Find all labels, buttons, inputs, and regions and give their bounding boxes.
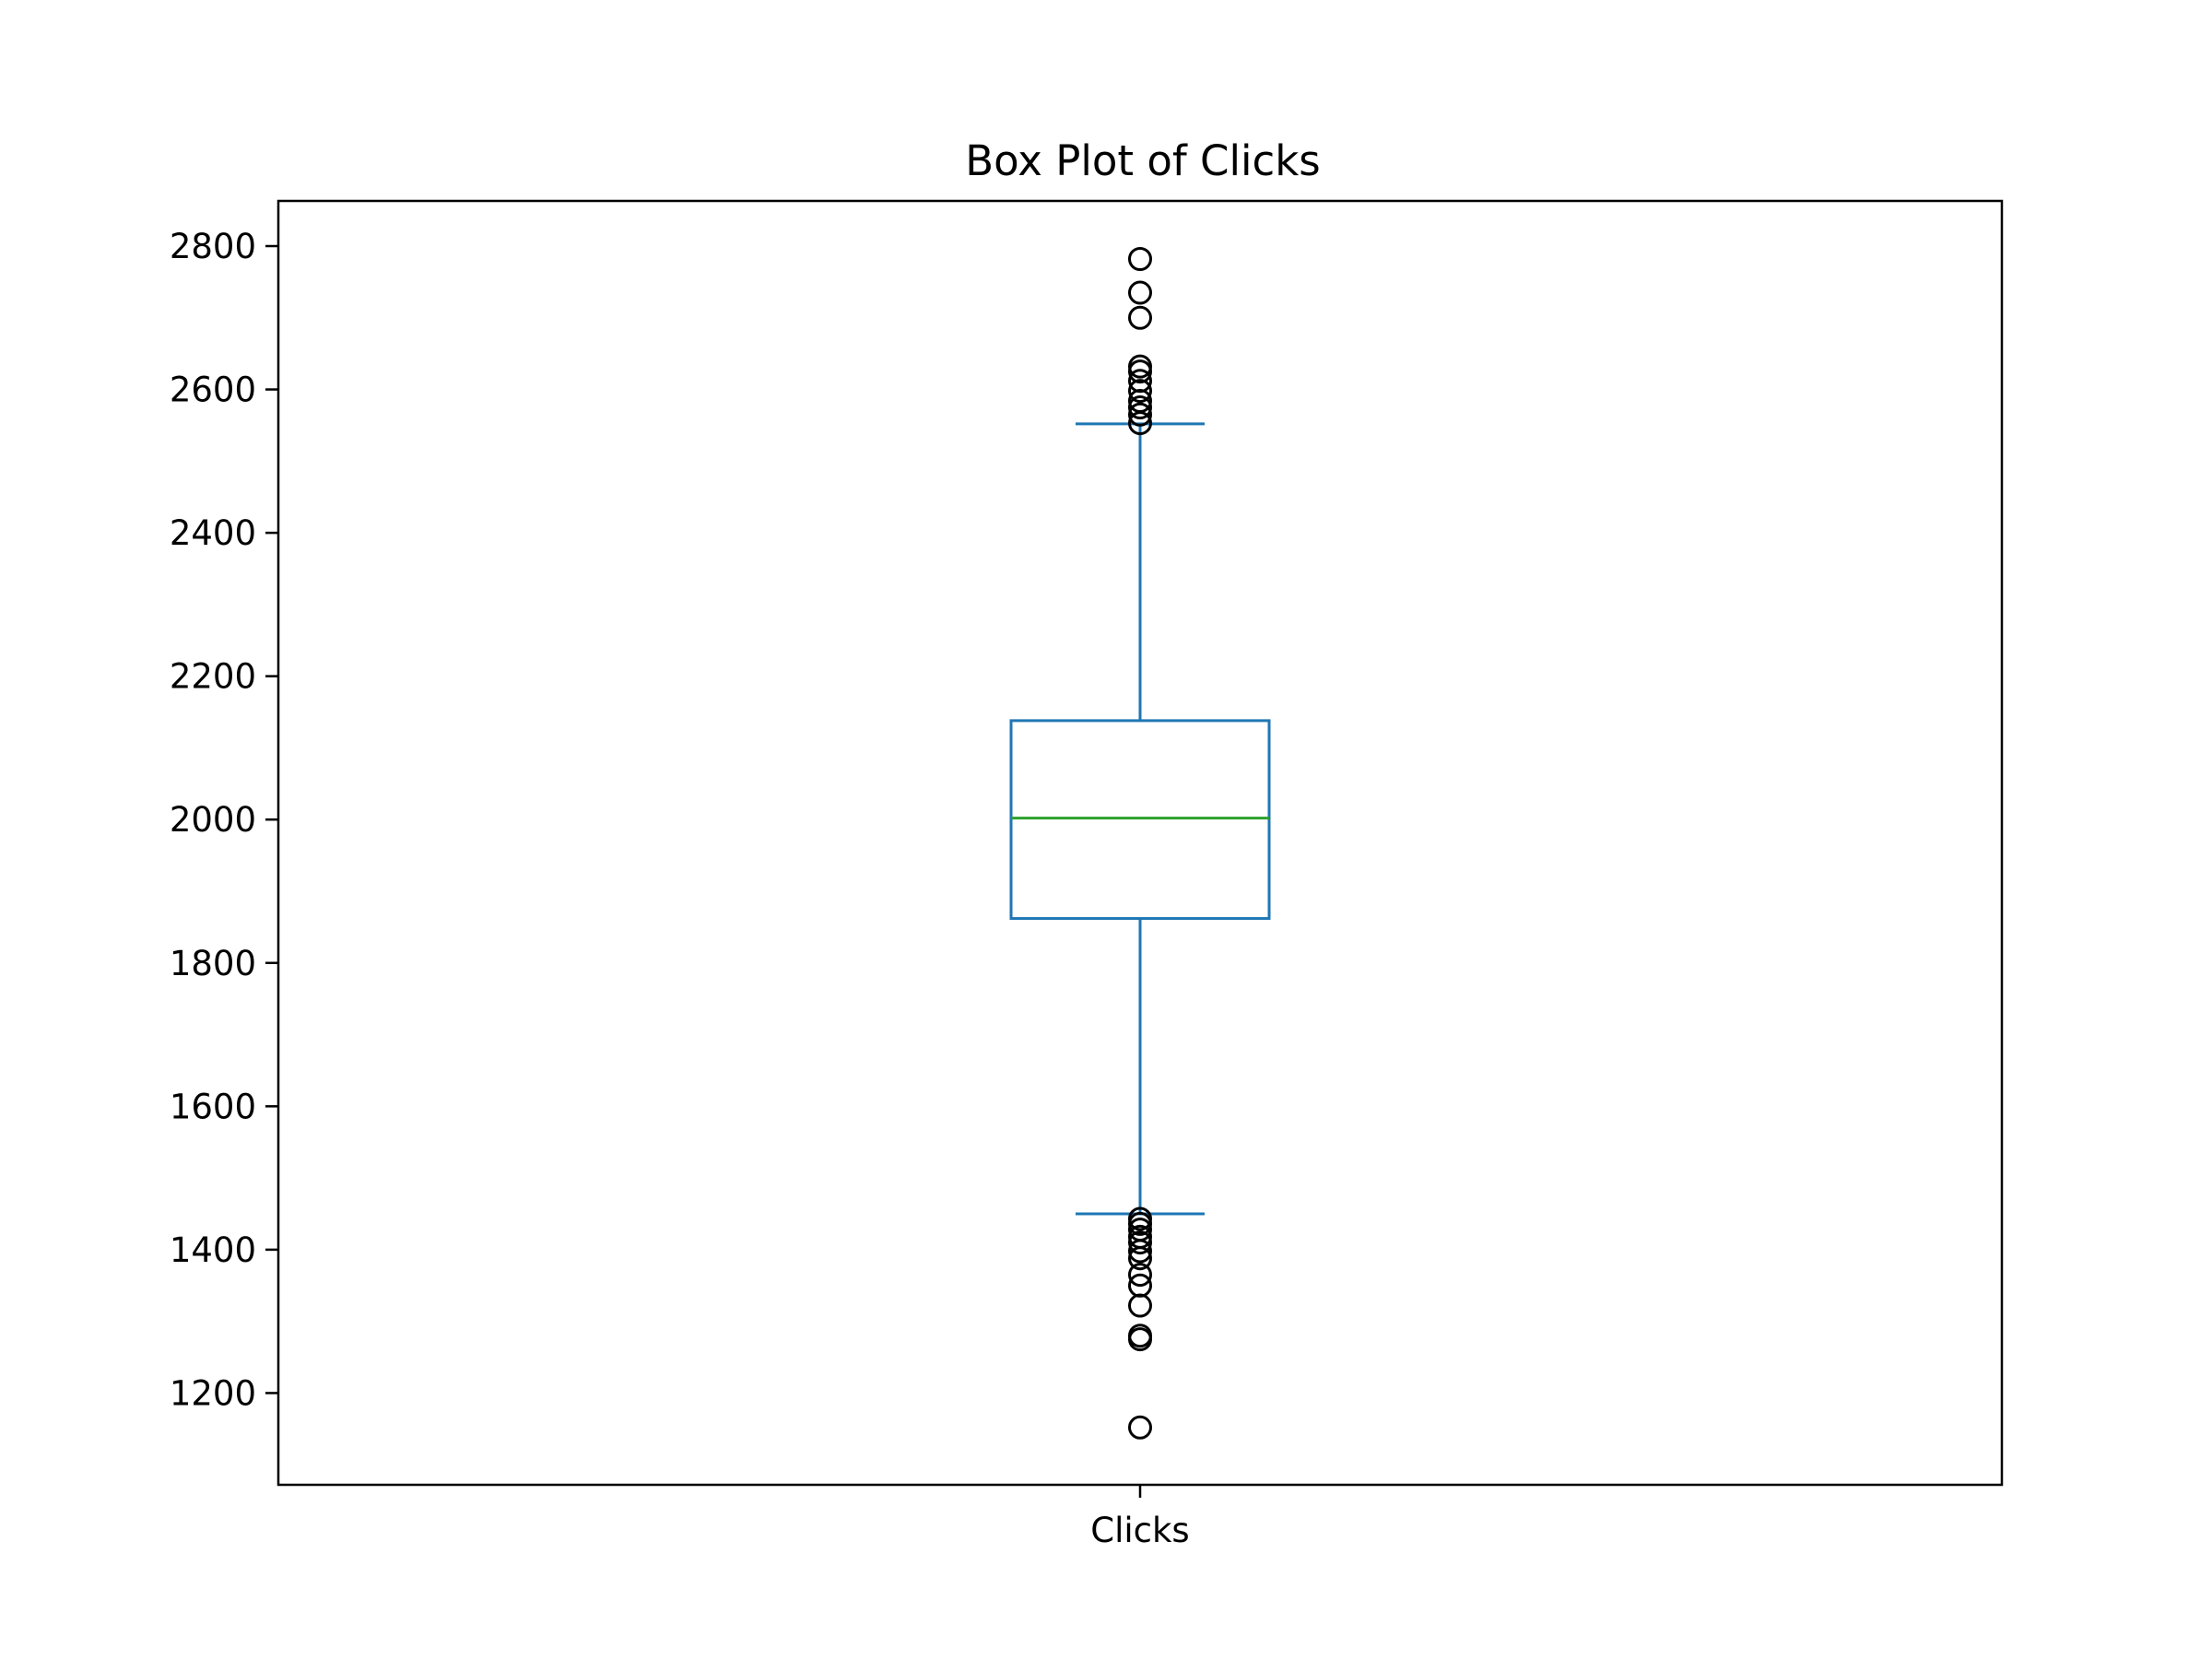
- x-tick-label: Clicks: [1090, 1511, 1189, 1550]
- outlier-point: [1128, 1239, 1152, 1264]
- y-axis: 1200 1400 1600 1800 2000 2200 2400 2600 2800: [170, 227, 278, 1413]
- y-tick-label: 1200: [170, 1373, 256, 1413]
- iqr-box: [1009, 719, 1271, 921]
- outlier-point: [1128, 1263, 1152, 1288]
- outlier-point: [1128, 1230, 1152, 1255]
- outlier-point: [1128, 1327, 1152, 1352]
- outlier-point: [1128, 1246, 1152, 1271]
- outlier-point: [1128, 359, 1152, 384]
- outlier-point: [1128, 395, 1152, 419]
- x-axis: Clicks: [1090, 1485, 1190, 1550]
- y-tick-label: 2800: [170, 227, 256, 266]
- y-tick-label: 1400: [170, 1230, 256, 1270]
- outlier-point: [1128, 280, 1152, 305]
- outlier-point: [1128, 247, 1152, 271]
- y-tick-label: 2000: [170, 800, 256, 840]
- y-tick-label: 1600: [170, 1087, 256, 1126]
- y-tick-label: 2400: [170, 513, 256, 553]
- outlier-point: [1128, 411, 1152, 436]
- y-tick-label: 2200: [170, 657, 256, 697]
- outlier-point: [1128, 402, 1152, 427]
- axes-frame: [276, 199, 2004, 1487]
- outlier-point: [1128, 1211, 1152, 1236]
- outlier-point: [1128, 1415, 1152, 1440]
- outlier-point: [1128, 305, 1152, 330]
- y-tick-label: 1800: [170, 944, 256, 983]
- plot-area: [1009, 247, 1271, 1440]
- chart-title: Box Plot of Clicks: [965, 136, 1320, 185]
- y-tick-label: 2600: [170, 371, 256, 410]
- outlier-point: [1128, 1293, 1152, 1318]
- outlier-point: [1128, 379, 1152, 404]
